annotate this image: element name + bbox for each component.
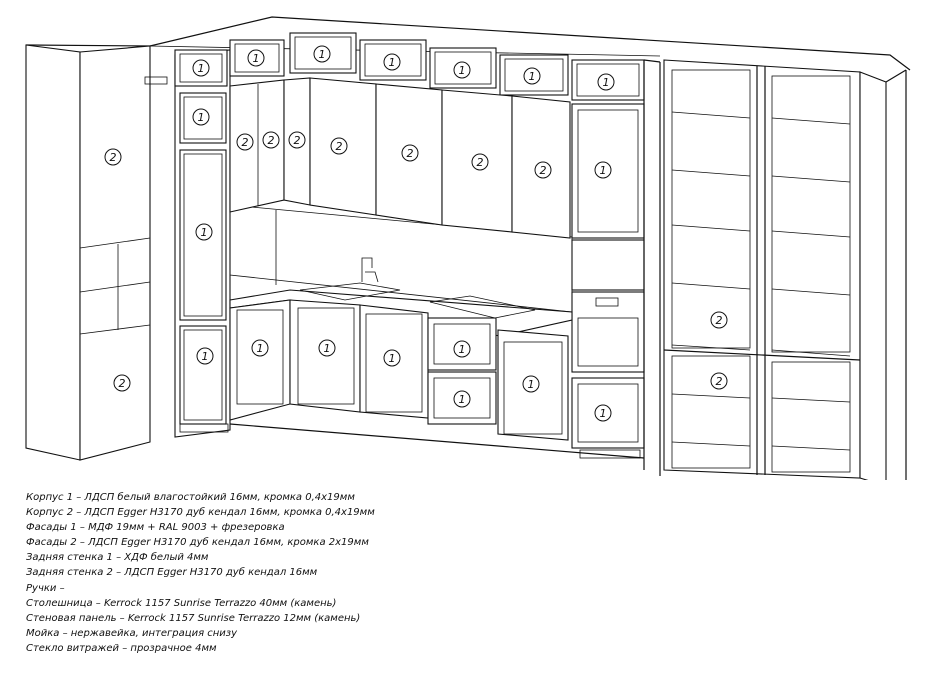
upper-wall-cabinets — [229, 77, 571, 239]
facade-marker-label: 2 — [336, 140, 343, 153]
facade-marker-label: 1 — [389, 56, 396, 69]
legend-line-handles: Ручки – — [26, 582, 65, 594]
legend-line-countertop: Столешница – Kerrock 1157 Sunrise Terraz… — [26, 597, 337, 609]
left-open-shelf-top — [79, 237, 151, 249]
facade-marker-circle — [318, 339, 336, 357]
facade-marker-label: 2 — [716, 314, 723, 327]
left-open-shelf-bottom — [79, 324, 151, 335]
facade-marker-circle — [453, 61, 471, 79]
facade-marker-circle — [383, 53, 401, 71]
facade-marker-label: 2 — [119, 377, 126, 390]
oven — [571, 291, 645, 373]
hob — [429, 295, 536, 319]
left-open-shelf-mid — [79, 281, 151, 293]
facade-marker-label: 1 — [528, 378, 535, 391]
plinth-grille-left — [179, 423, 229, 433]
facade-marker-circle — [313, 45, 331, 63]
facade-marker-circle — [710, 311, 728, 329]
facade-marker-label: 2 — [716, 375, 723, 388]
facade-marker-label: 1 — [600, 407, 607, 420]
facade-marker-label: 1 — [198, 62, 205, 75]
facade-marker-circle — [534, 161, 552, 179]
legend-line-body2: Корпус 2 – ЛДСП Egger H3170 дуб кендал 1… — [26, 507, 375, 519]
facade-marker-circle — [104, 148, 122, 166]
facade-marker-circle — [113, 374, 131, 392]
faucet — [361, 257, 379, 283]
facade-marker-circle — [710, 372, 728, 390]
legend-line-backwall2: Задняя стенка 2 – ЛДСП Egger H3170 дуб к… — [26, 567, 318, 579]
right-column-middle — [571, 239, 645, 291]
facade-marker-circle — [196, 347, 214, 365]
kitchen-svg: 2 2 1 1 1 1 1 1 1 1 1 1 2 2 2 2 2 2 2 1 1 1 1 1 1 1 1 2 2 — [25, 16, 911, 480]
facade-marker-label: 2 — [407, 147, 414, 160]
facade-marker-circle — [453, 340, 471, 358]
kitchen-drawing: 2 2 1 1 1 1 1 1 1 1 1 1 2 2 2 2 2 2 2 1 1 1 1 1 1 1 1 2 2 — [25, 16, 911, 480]
ceiling-outline — [25, 16, 911, 71]
facade-markers: 2 2 1 1 1 1 1 1 1 1 1 1 2 2 2 2 2 2 2 1 1 1 1 1 1 1 1 2 2 — [104, 45, 728, 422]
facade-marker-circle — [251, 339, 269, 357]
facade-marker-label: 2 — [110, 151, 117, 164]
facade-marker-label: 2 — [540, 164, 547, 177]
facade-marker-label: 1 — [600, 164, 607, 177]
facade-marker-circle — [195, 223, 213, 241]
facade-marker-circle — [262, 131, 280, 149]
bookcase — [663, 59, 907, 480]
facade-marker-label: 2 — [242, 136, 249, 149]
facade-marker-label: 2 — [268, 134, 275, 147]
left-cabinet-front — [79, 45, 151, 461]
legend-line-backwall1: Задняя стенка 1 – ХДФ белый 4мм — [26, 552, 209, 564]
sink — [299, 282, 401, 301]
facade-marker-circle — [383, 349, 401, 367]
legend-line-facade1: Фасады 1 – МДФ 19мм + RAL 9003 + фрезеро… — [26, 522, 285, 534]
facade-marker-label: 1 — [202, 350, 209, 363]
right-column-lower-door — [571, 377, 645, 449]
facade-marker-circle — [330, 137, 348, 155]
legend-line-sink: Мойка – нержавейка, интеграция снизу — [26, 627, 238, 639]
facade-marker-circle — [236, 133, 254, 151]
left-cabinet-side — [25, 44, 81, 461]
facade-marker-label: 1 — [324, 342, 331, 355]
materials-legend: Корпус 1 – ЛДСП белый влагостойкий 16мм,… — [26, 490, 906, 656]
facade-marker-circle — [453, 390, 471, 408]
tall-column-lower-door — [179, 325, 227, 425]
facade-marker-circle — [523, 67, 541, 85]
facade-marker-circle — [594, 161, 612, 179]
facade-marker-circle — [192, 108, 210, 126]
facade-marker-circle — [247, 49, 265, 67]
facade-marker-circle — [597, 73, 615, 91]
facade-marker-label: 1 — [459, 393, 466, 406]
legend-line-body1: Корпус 1 – ЛДСП белый влагостойкий 16мм,… — [26, 492, 355, 503]
facade-marker-label: 1 — [319, 48, 326, 61]
facade-marker-label: 1 — [459, 343, 466, 356]
facade-marker-circle — [471, 153, 489, 171]
legend-line-wallpanel: Стеновая панель – Kerrock 1157 Sunrise T… — [26, 612, 361, 624]
facade-marker-label: 1 — [459, 64, 466, 77]
facade-marker-circle — [401, 144, 419, 162]
facade-marker-circle — [594, 404, 612, 422]
facade-marker-label: 1 — [198, 111, 205, 124]
facade-marker-label: 2 — [294, 134, 301, 147]
facade-marker-circle — [288, 131, 306, 149]
facade-marker-label: 1 — [201, 226, 208, 239]
plinth-grille-right — [579, 449, 641, 459]
facade-marker-circle — [192, 59, 210, 77]
facade-marker-label: 1 — [257, 342, 264, 355]
legend-line-glass: Стекло витражей – прозрачное 4мм — [26, 642, 217, 654]
facade-marker-label: 1 — [603, 76, 610, 89]
facade-marker-label: 1 — [253, 52, 260, 65]
facade-marker-label: 2 — [477, 156, 484, 169]
legend-line-facade2: Фасады 2 – ЛДСП Egger H3170 дуб кендал 1… — [26, 537, 369, 549]
facade-marker-label: 1 — [529, 70, 536, 83]
facade-marker-label: 1 — [389, 352, 396, 365]
vent-grille — [144, 76, 168, 85]
facade-marker-circle — [522, 375, 540, 393]
